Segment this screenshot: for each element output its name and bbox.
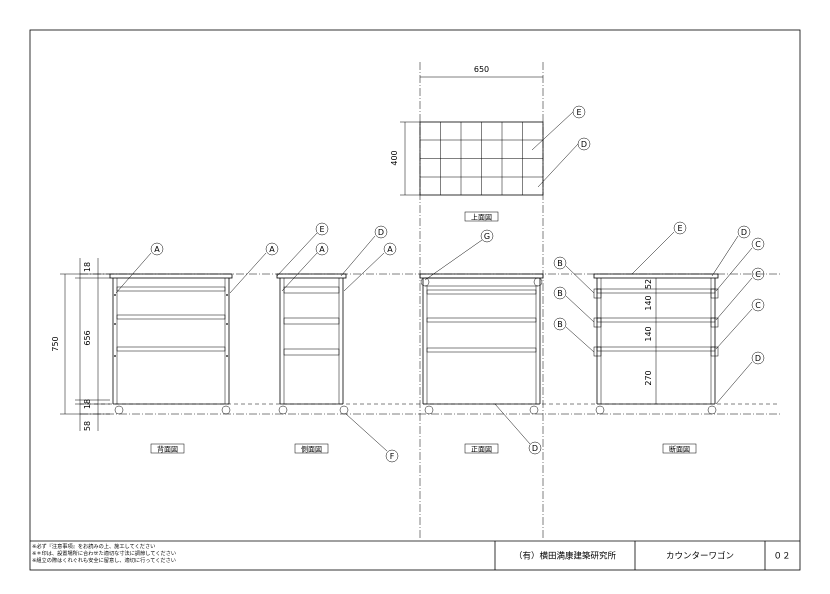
top-view-grid [420, 122, 543, 195]
dim-lower: 270 [644, 370, 653, 385]
caster [424, 405, 434, 415]
note-line: ※必ず『注意事項』をお読みの上、施工してください [32, 542, 155, 550]
callout-label: D [581, 140, 587, 149]
view-title-box [150, 443, 185, 454]
view-title-box [464, 443, 499, 454]
callout-label: D [741, 228, 747, 237]
callout-label: C [755, 270, 761, 279]
caster [529, 405, 539, 415]
callout-label: D [755, 354, 761, 363]
callout-a [383, 242, 397, 256]
callout-a [315, 242, 329, 256]
callout-label: A [154, 245, 160, 254]
callout-label: B [557, 289, 563, 298]
top-view: 650 400 E D 上面図 [390, 62, 591, 540]
caster [114, 405, 124, 415]
sheet-border [29, 29, 801, 571]
callout-label: C [755, 301, 761, 310]
view-title-box [662, 443, 697, 454]
dim-depth: 400 [390, 150, 399, 165]
callout-d [528, 441, 542, 455]
dim-caster: 58 [83, 421, 92, 431]
view-title-box [294, 443, 329, 454]
back-view: 18 656 18 58 750 A A 背面図 [51, 242, 279, 454]
callout-label: D [378, 228, 384, 237]
caster [278, 405, 288, 415]
caster [595, 405, 605, 415]
note-line: ※組立の際はくれぐれも安全に留意し、適切に行ってください [32, 556, 176, 564]
callout-label: A [319, 245, 325, 254]
callout-b [553, 286, 567, 300]
callout-a [265, 242, 279, 256]
view-title-box [464, 211, 499, 222]
callout-label: B [557, 259, 563, 268]
drawing-name: カウンターワゴン [666, 551, 734, 562]
view-title: 側面図 [301, 444, 322, 453]
caster [221, 405, 231, 415]
callout-c [751, 298, 765, 312]
dim-body: 656 [83, 330, 92, 345]
view-title: 正面図 [471, 445, 492, 453]
callout-label: C [755, 240, 761, 249]
dim-drawer-1: 52 [644, 279, 653, 289]
callout-label: B [557, 320, 563, 329]
view-title: 上面図 [471, 212, 492, 221]
callout-d [751, 351, 765, 365]
front-view: G D 正面図 [419, 229, 544, 455]
callout-b [553, 317, 567, 331]
callout-g [480, 229, 494, 243]
callout-label: E [677, 224, 682, 233]
callout-b [553, 256, 567, 270]
callout-a [150, 242, 164, 256]
side-view: E A D A F 側面図 [276, 222, 399, 463]
sheet-number: ０２ [773, 552, 790, 562]
section-view: 52 140 140 270 B B B E D C C C D 断面図 [553, 221, 765, 454]
dim-drawer-2: 140 [644, 295, 653, 310]
view-title: 背面図 [157, 444, 178, 453]
note-line: ※＊印は、設置場所に合わせた適切な寸法に調節してください [32, 549, 176, 557]
title-block: ※必ず『注意事項』をお読みの上、施工してください ※＊印は、設置場所に合わせた適… [32, 542, 791, 564]
callout-label: F [390, 452, 395, 461]
callout-e [315, 222, 329, 236]
dim-bottom: 18 [83, 399, 92, 409]
callout-c [751, 267, 765, 281]
dim-width: 650 [474, 65, 489, 74]
callout-e [673, 221, 687, 235]
callout-f [385, 449, 399, 463]
callout-label: A [269, 245, 275, 254]
towel-bar-end [533, 277, 543, 287]
dim-drawer-3: 140 [644, 326, 653, 341]
caster [707, 405, 717, 415]
callout-label: E [319, 225, 324, 234]
office-name: （有）横田満康建築研究所 [514, 551, 617, 562]
callout-label: A [387, 245, 393, 254]
callout-d [374, 225, 388, 239]
callout-d [577, 137, 591, 151]
callout-label: D [532, 444, 538, 453]
towel-bar-end [420, 277, 430, 287]
callout-d [737, 225, 751, 239]
callout-label: E [576, 108, 581, 117]
dim-overall: 750 [51, 336, 60, 351]
callout-e [572, 105, 586, 119]
caster [339, 405, 349, 415]
callout-label: G [484, 232, 490, 241]
callout-c [751, 237, 765, 251]
dim-top: 18 [83, 262, 92, 272]
view-title: 断面図 [669, 444, 690, 453]
